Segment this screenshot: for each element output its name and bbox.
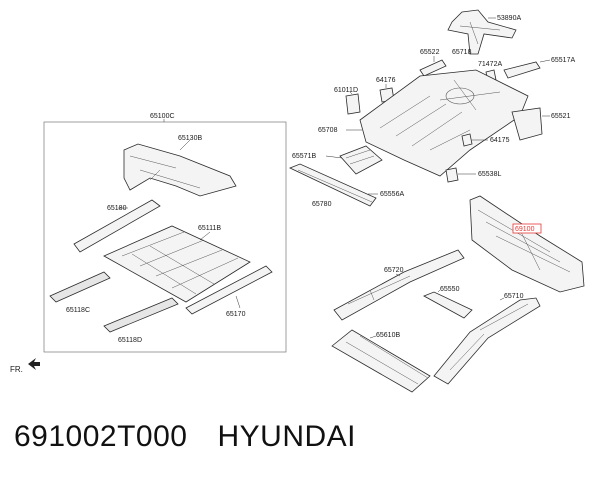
part-65118C[interactable] (49, 271, 111, 303)
label-65118D: 65118D (118, 337, 142, 344)
label-65571B: 65571B (292, 153, 316, 160)
part-number: 691002T000 (14, 420, 188, 453)
label-65708: 65708 (318, 127, 338, 134)
part-65517A[interactable] (503, 61, 541, 79)
part-65538L[interactable] (445, 167, 459, 183)
label-64175: 64175 (490, 137, 510, 144)
part-65170[interactable] (185, 265, 273, 315)
label-65710: 65710 (504, 293, 524, 300)
label-65550: 65550 (440, 286, 460, 293)
part-65780[interactable] (289, 163, 377, 207)
part-53890A[interactable] (447, 9, 517, 55)
label-69100: 69100 (515, 226, 535, 233)
label-65718: 65718 (452, 49, 472, 56)
label-65111B: 65111B (198, 225, 221, 232)
label-65170: 65170 (226, 311, 246, 318)
part-61011D[interactable] (345, 93, 361, 115)
front-direction-arrow-icon (28, 358, 40, 370)
part-65710[interactable] (433, 297, 541, 385)
label-65180: 65180 (107, 205, 127, 212)
highlight-box-69100 (512, 223, 542, 234)
label-65130B: 65130B (178, 135, 202, 142)
part-69100-back-panel[interactable] (469, 195, 585, 293)
part-64175[interactable] (461, 133, 473, 147)
part-65610B[interactable] (331, 329, 431, 393)
label-65100C: 65100C (150, 113, 175, 120)
label-65517A: 65517A (551, 57, 575, 64)
label-65538L: 65538L (478, 171, 501, 178)
label-65610B: 65610B (376, 332, 400, 339)
part-rear-floor-65708[interactable] (359, 69, 529, 177)
label-65556A: 65556A (380, 191, 404, 198)
part-65522[interactable] (419, 59, 447, 77)
label-65522: 65522 (420, 49, 440, 56)
part-65118D[interactable] (103, 297, 179, 333)
brand-name: HYUNDAI (217, 420, 357, 453)
part-65521[interactable] (511, 107, 543, 141)
label-front: FR. (10, 365, 23, 374)
label-65118C: 65118C (66, 307, 90, 314)
label-64176: 64176 (376, 77, 396, 84)
label-65720: 65720 (384, 267, 404, 274)
label-53890A: 53890A (497, 15, 521, 22)
part-65180[interactable] (73, 199, 161, 253)
part-65111B[interactable] (103, 225, 251, 303)
group-frame-65100C (43, 121, 287, 353)
caption: 691002T000 HYUNDAI (14, 420, 594, 460)
label-65521: 65521 (551, 113, 571, 120)
parts-diagram: 53890A 65522 65718 65517A 71472A 64176 6… (10, 9, 585, 393)
label-61011D: 61011D (334, 87, 358, 94)
part-65550[interactable] (423, 291, 473, 319)
part-65720[interactable] (333, 249, 465, 321)
label-71472A: 71472A (478, 61, 502, 68)
part-65571B[interactable] (339, 145, 383, 175)
label-65780: 65780 (312, 201, 332, 208)
part-65130B[interactable] (123, 143, 237, 197)
